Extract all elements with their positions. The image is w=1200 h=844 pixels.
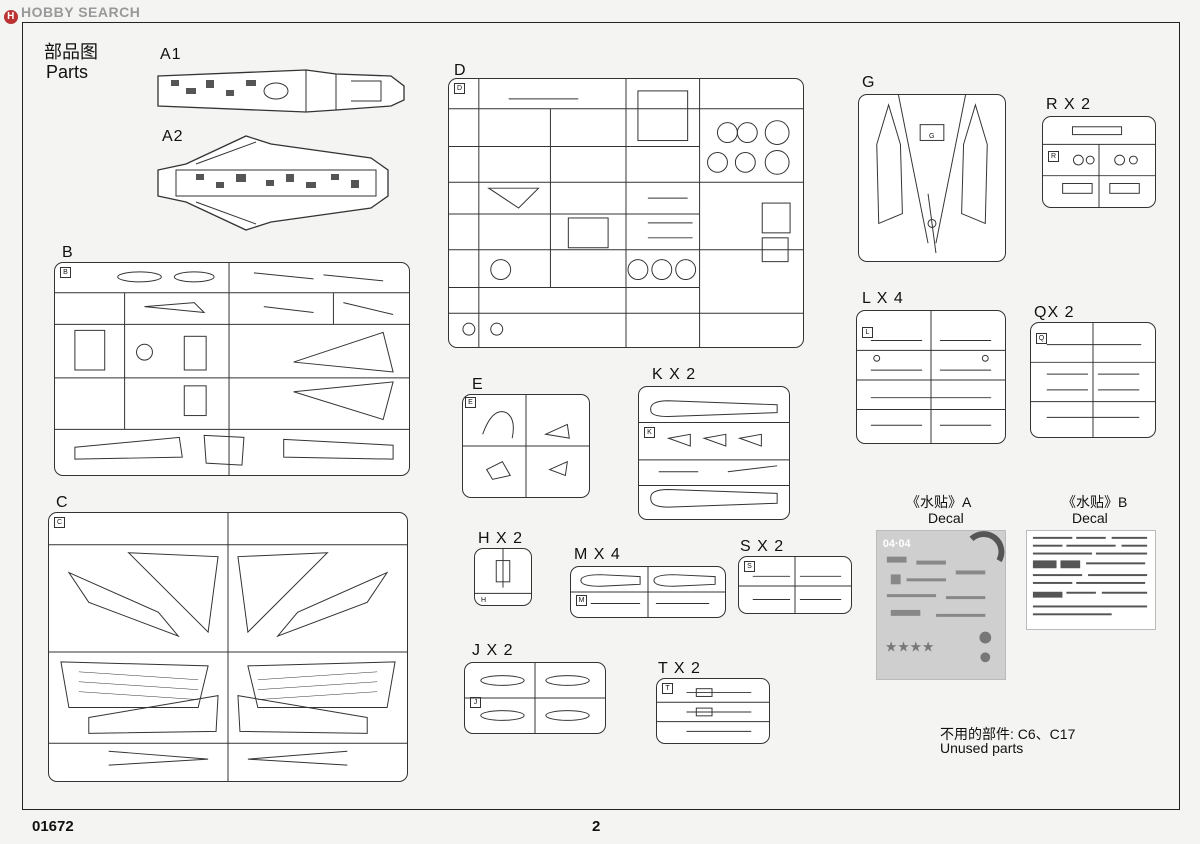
svg-text:04·04: 04·04	[883, 538, 911, 550]
sprue-j: J	[464, 662, 606, 734]
label-mx4: M X 4	[574, 546, 621, 563]
label-c: C	[56, 494, 69, 511]
sprue-r: R	[1042, 116, 1156, 208]
label-e: E	[472, 376, 484, 393]
label-rx2: R X 2	[1046, 96, 1092, 113]
label-qx2: QX 2	[1034, 304, 1075, 321]
decal-sheet-b	[1026, 530, 1156, 630]
label-kx2: K X 2	[652, 366, 697, 383]
product-code: 01672	[32, 818, 74, 835]
sprue-d: D	[448, 78, 804, 348]
title-chinese: 部品图	[44, 42, 98, 62]
decal-b-subtitle: Decal	[1072, 510, 1108, 526]
sprue-c: C	[48, 512, 408, 782]
label-b: B	[62, 244, 74, 261]
sprue-q: Q	[1030, 322, 1156, 438]
label-d: D	[454, 62, 467, 79]
unused-parts-cn: 不用的部件: C6、C17	[940, 726, 1076, 742]
title-english: Parts	[46, 62, 89, 82]
decal-a-subtitle: Decal	[928, 510, 964, 526]
sprue-k: K	[638, 386, 790, 520]
svg-text:★★★★: ★★★★	[885, 639, 934, 654]
label-lx4: L X 4	[862, 290, 904, 307]
label-jx2: J X 2	[472, 642, 514, 659]
sprue-l: L	[856, 310, 1006, 444]
label-g: G	[862, 74, 876, 91]
sprue-t: T	[656, 678, 770, 744]
page-number: 2	[592, 818, 601, 835]
label-hx2: H X 2	[478, 530, 524, 547]
sprue-e: E	[462, 394, 590, 498]
sprue-m: M	[570, 566, 726, 618]
part-a1	[156, 66, 406, 116]
part-a2	[156, 134, 396, 232]
sprue-h: H	[474, 548, 532, 606]
label-a2: A2	[162, 128, 184, 145]
label-a1: A1	[160, 46, 182, 63]
sprue-s: S	[738, 556, 852, 614]
decal-b-title: 《水贴》B	[1062, 494, 1128, 510]
sprue-g: G	[858, 94, 1006, 262]
decal-sheet-a: 04·04 ★★★★	[876, 530, 1006, 680]
label-tx2: T X 2	[658, 660, 701, 677]
sprue-b: B	[54, 262, 410, 476]
label-sx2: S X 2	[740, 538, 785, 555]
page-frame	[22, 22, 1180, 810]
unused-parts-en: Unused parts	[940, 740, 1024, 756]
decal-a-title: 《水贴》A	[906, 494, 972, 510]
